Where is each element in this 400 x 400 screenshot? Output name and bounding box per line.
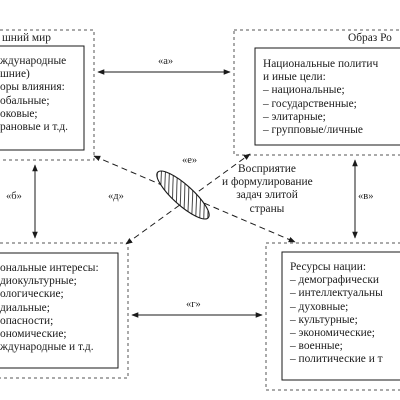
image-of-russia-title: Образ Ро	[346, 32, 394, 46]
connector-label-d: «д»	[108, 191, 124, 202]
box-national-interests	[0, 242, 129, 379]
box-image-of-russia	[233, 29, 400, 156]
list-item: Ресурсы нации:	[290, 261, 366, 273]
crossing-hatched-ellipse	[156, 170, 210, 220]
list-item: ональные интересы:	[0, 262, 99, 274]
list-item: и иные цели:	[263, 71, 326, 84]
nation-resources-list: Ресурсы нации: – демографически – интелл…	[290, 261, 383, 367]
external-world-list: ждународные шние) оры влияния: обальные;…	[0, 55, 68, 134]
image-of-russia-list: Национальные политич и иные цели: – наци…	[263, 58, 378, 137]
connector-label-b: «б»	[6, 191, 22, 202]
list-item: – интеллектуальны	[290, 287, 383, 300]
list-item: ждународные и т.д.	[0, 341, 94, 354]
list-item: – демографически	[290, 274, 379, 287]
connector-label-v: «в»	[358, 191, 374, 202]
center-label-line: задач элитой	[236, 189, 298, 202]
connector-label-e: «е»	[182, 155, 198, 166]
list-item: – элитарные;	[263, 110, 326, 123]
external-world-title: шний мир	[0, 32, 53, 46]
arrow-e	[125, 153, 251, 245]
list-item: – военные;	[290, 340, 343, 353]
connector-label-g: «г»	[186, 299, 201, 310]
list-item: оры влияния:	[0, 81, 65, 94]
list-item: – политические и т	[290, 353, 383, 366]
list-item: Национальные политич	[263, 58, 379, 70]
list-item: опасности;	[0, 314, 54, 327]
connector-label-a: «а»	[158, 56, 174, 67]
list-item: шние)	[0, 68, 30, 81]
arrow-d	[93, 155, 296, 243]
center-perception-label: Восприятие и формулирование задач элитой…	[222, 163, 313, 216]
center-label-line: и формулирование	[222, 176, 313, 189]
list-item: ономические;	[0, 328, 67, 341]
box-external-world	[0, 29, 95, 161]
list-item: – духовные;	[290, 300, 349, 313]
list-item: оковые;	[0, 107, 38, 120]
list-item: ологические;	[0, 288, 64, 301]
list-item: – культурные;	[290, 313, 358, 326]
list-item: – экономические;	[290, 327, 375, 340]
center-label-line: Восприятие	[238, 163, 296, 175]
box-nation-resources	[265, 242, 400, 391]
list-item: рановые и т.д.	[0, 121, 69, 134]
list-item: – национальные;	[263, 84, 345, 97]
list-item: обальные;	[0, 94, 50, 107]
list-item: – групповые/личные	[263, 124, 363, 137]
list-item: – государственные;	[263, 97, 357, 110]
list-item: диальные;	[0, 301, 50, 314]
center-label-line: страны	[249, 202, 285, 215]
national-interests-list: ональные интересы: диокультурные; ологич…	[0, 262, 99, 354]
list-item: ждународные	[0, 55, 67, 67]
list-item: диокультурные;	[0, 275, 77, 288]
